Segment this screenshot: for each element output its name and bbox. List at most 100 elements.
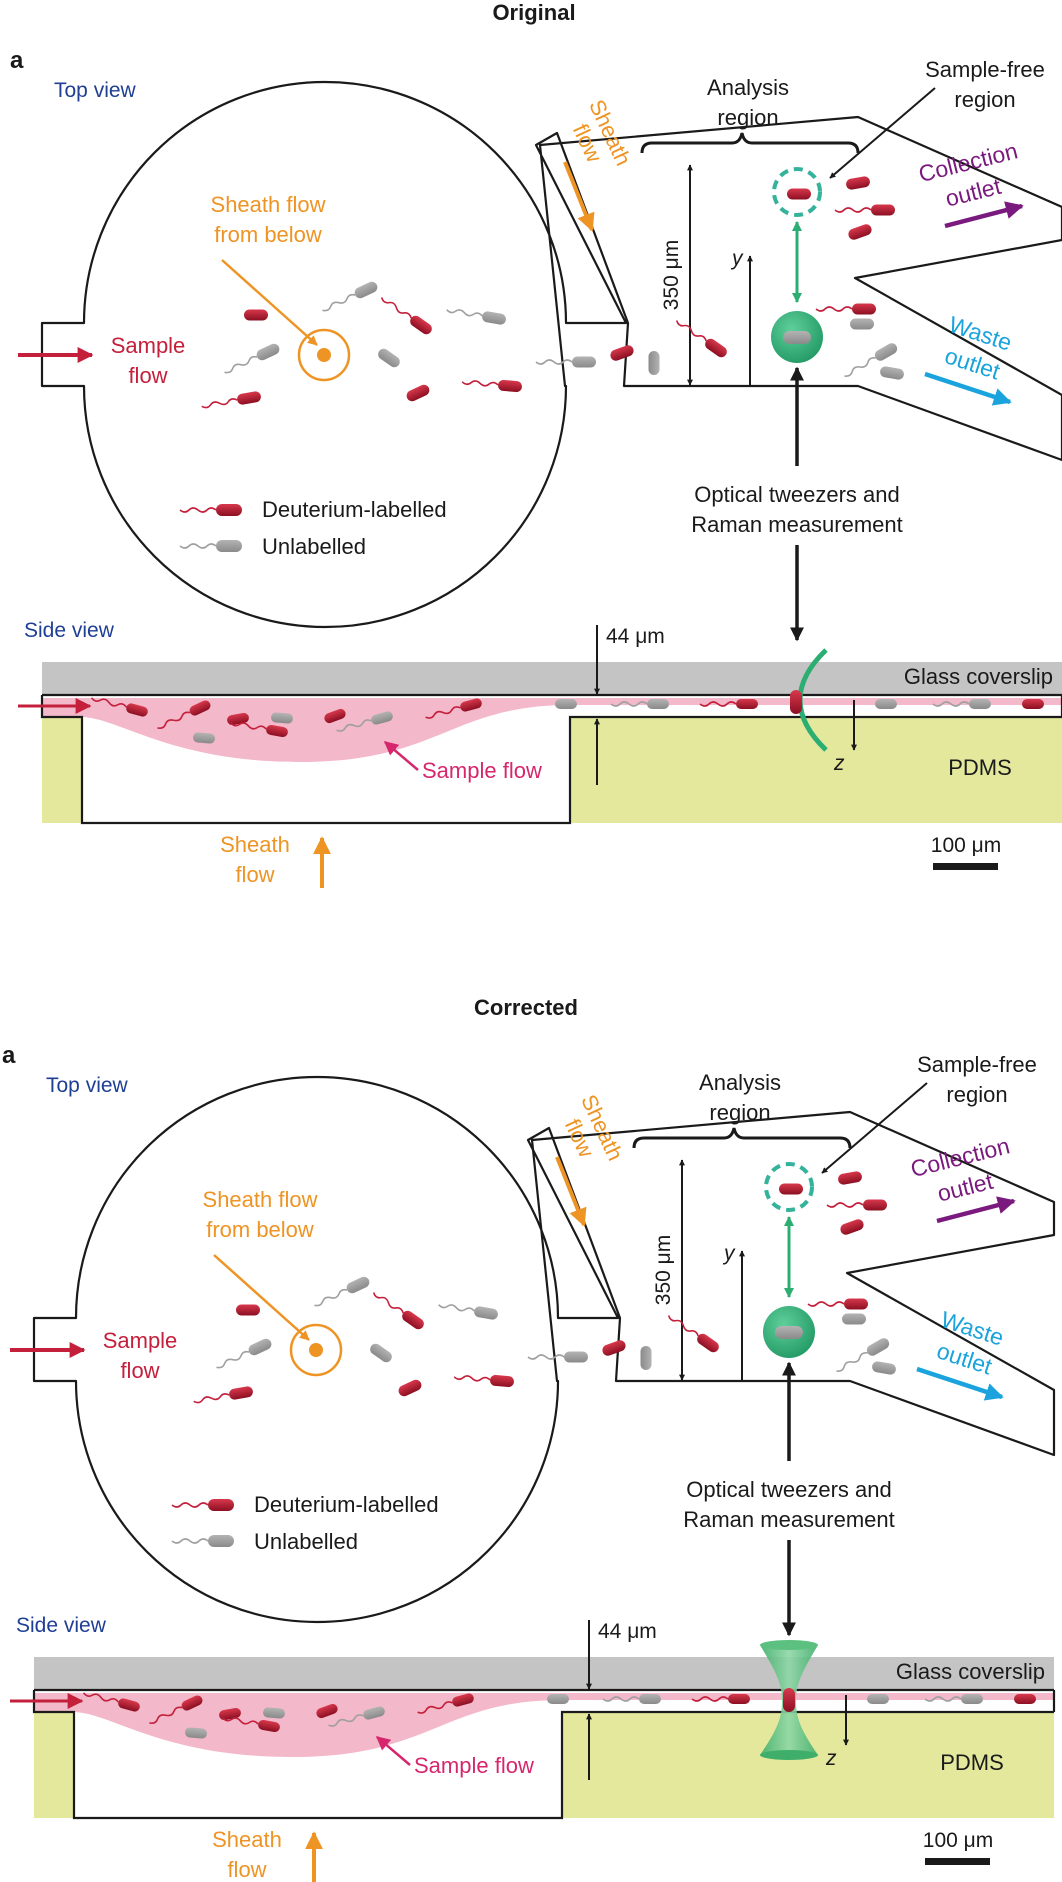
deuterium-cell-icon — [171, 1499, 234, 1511]
side-channel-outline — [40, 693, 1062, 825]
dim-44-label: 44 μm — [598, 1620, 657, 1643]
unlabelled-cell-icon — [446, 309, 506, 325]
cells-top-view — [193, 1171, 896, 1404]
sheath-side-label: Sheath — [220, 832, 290, 857]
deuterium-cell-icon — [840, 1219, 864, 1235]
sheath-below-ring — [297, 328, 351, 382]
scale-bar — [933, 863, 998, 870]
deuterium-cell-icon — [372, 1292, 424, 1330]
optical-label-2: Raman measurement — [691, 512, 903, 537]
sample-flow-label-2: flow — [120, 1358, 159, 1383]
sample-free-circle — [764, 1162, 814, 1212]
unlabelled-cell-icon — [378, 348, 400, 368]
waste-arrow — [916, 1366, 1004, 1401]
sample-flow-label-2: flow — [128, 363, 167, 388]
panel-label: a — [10, 47, 24, 74]
deuterium-cell-icon — [787, 188, 811, 200]
trapped-cell-side-icon — [783, 1688, 795, 1712]
pdms-label: PDMS — [948, 755, 1012, 780]
optical-label-2: Raman measurement — [683, 1507, 895, 1532]
cells-top-view — [201, 176, 904, 409]
pdms-label: PDMS — [940, 1750, 1004, 1775]
sheath-below-label-2: from below — [214, 222, 322, 247]
analysis-brace — [640, 132, 860, 154]
deuterium-cell-icon — [193, 1386, 253, 1404]
sheath-inlet-arrow — [555, 1156, 587, 1227]
unlabelled-cell-icon — [924, 1694, 983, 1704]
unlabelled-cell-icon — [842, 1313, 866, 1325]
trapped-cell-icon — [775, 1326, 803, 1339]
side-channel-outline — [32, 1688, 1056, 1820]
heading-original: Original — [492, 0, 575, 25]
unlabelled-cell-icon — [271, 712, 293, 724]
deuterium-cell-icon — [815, 303, 876, 315]
pdms-right — [570, 717, 1062, 823]
unlabelled-cell-icon — [610, 699, 669, 709]
legend-deuterium-label: Deuterium-labelled — [262, 497, 447, 522]
unlabelled-cell-icon — [547, 1694, 569, 1704]
legend-unlabelled-label: Unlabelled — [262, 534, 366, 559]
deuterium-cell-icon — [90, 697, 148, 717]
unlabelled-cell-icon — [872, 1361, 896, 1375]
sample-flow-label: Sample — [103, 1328, 178, 1353]
deuterium-cell-icon — [461, 379, 522, 393]
sample-free-pointer — [829, 87, 936, 179]
scale-bar-label: 100 μm — [931, 834, 1001, 857]
unlabelled-cell-icon — [527, 1351, 588, 1363]
unlabelled-cell-icon — [648, 351, 660, 375]
deuterium-cell-icon — [380, 297, 432, 335]
deuterium-cell-icon — [838, 1171, 862, 1185]
panel-corrected: a Top view Analysis region Sample-free r… — [2, 1042, 1056, 1882]
glass-coverslip — [42, 662, 1062, 695]
deuterium-cell-icon — [236, 1304, 260, 1316]
unlabelled-cell-icon — [336, 711, 393, 732]
z-axis-label: z — [833, 752, 845, 775]
deuterium-cell-icon — [826, 1199, 887, 1211]
deuterium-cell-icon — [834, 204, 895, 216]
glass-coverslip-label: Glass coverslip — [904, 664, 1053, 689]
unlabelled-cell-icon — [171, 1535, 234, 1547]
sample-free-pointer — [821, 1082, 928, 1174]
trapped-cell-icon — [783, 331, 811, 344]
cells-side-view — [82, 1692, 1036, 1739]
deuterium-cell-icon — [222, 1717, 280, 1733]
sheath-below-dot — [317, 348, 331, 362]
deuterium-cell-icon — [417, 1693, 474, 1714]
deuterium-cell-icon — [779, 1183, 803, 1195]
deuterium-cell-icon — [691, 1694, 750, 1704]
unlabelled-cell-icon — [844, 343, 898, 377]
sample-flow-label: Sample — [111, 333, 186, 358]
sheath-below-label: Sheath flow — [203, 1187, 318, 1212]
trapped-cell-side-icon — [790, 690, 802, 714]
analysis-region-label-2: region — [709, 1100, 770, 1125]
deuterium-cell-icon — [316, 1703, 338, 1719]
deuterium-cell-icon — [453, 1374, 514, 1388]
pdms-right — [562, 1712, 1054, 1818]
unlabelled-cell-icon — [322, 281, 378, 312]
deuterium-cell-icon — [227, 712, 249, 726]
deuterium-cell-icon — [179, 504, 242, 516]
analysis-region-label-2: region — [717, 105, 778, 130]
sheath-side-label-2: flow — [227, 1857, 266, 1882]
sample-free-label: Sample-free — [925, 57, 1045, 82]
deuterium-cell-icon — [675, 320, 727, 358]
unlabelled-cell-icon — [185, 1727, 207, 1739]
z-axis-label: z — [825, 1747, 837, 1770]
sheath-inlet-label: Sheath flow — [568, 96, 636, 170]
deuterium-cell-icon — [1022, 699, 1044, 709]
unlabelled-cell-icon — [875, 699, 897, 709]
scale-bar-label: 100 μm — [923, 1829, 993, 1852]
unlabelled-cell-icon — [216, 1338, 272, 1369]
deuterium-cell-icon — [398, 1379, 422, 1397]
optical-label: Optical tweezers and — [686, 1477, 891, 1502]
deuterium-cell-icon — [807, 1298, 868, 1310]
dim-44-label: 44 μm — [606, 625, 665, 648]
unlabelled-cell-icon — [640, 1346, 652, 1370]
sample-free-label-2: region — [946, 1082, 1007, 1107]
unlabelled-cell-icon — [932, 699, 991, 709]
sheath-below-pointer — [221, 259, 318, 346]
scale-bar — [925, 1858, 990, 1865]
deuterium-cell-icon — [201, 391, 261, 409]
panel-original: a Top view Analysis region Sample-free r… — [10, 47, 1062, 888]
